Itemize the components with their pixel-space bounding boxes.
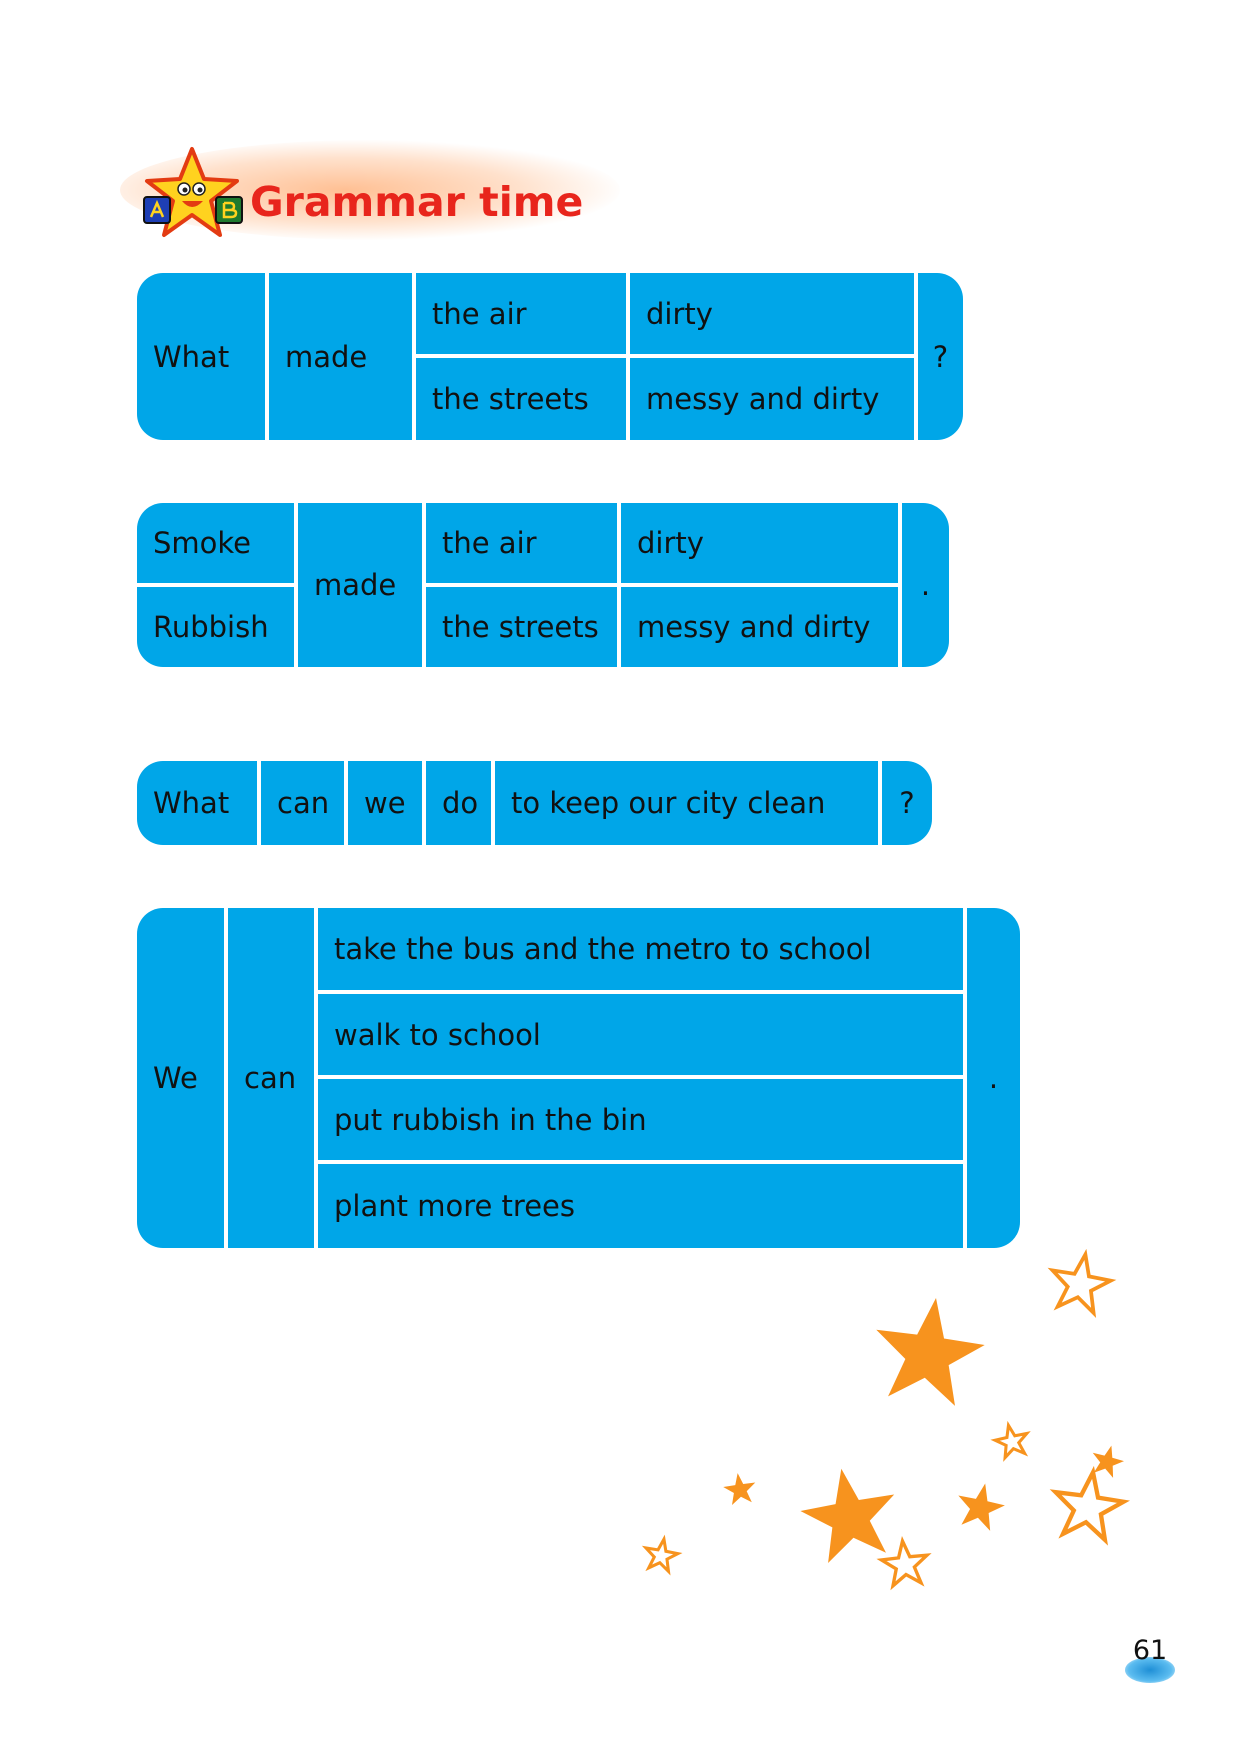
cell-we: We	[137, 908, 224, 1248]
cell-full-stop: .	[967, 908, 1020, 1248]
cell-the-air: the air	[426, 503, 617, 583]
star-icon	[794, 1460, 904, 1567]
cell-made: made	[298, 503, 422, 667]
answer-table-made: Smoke Rubbish made the air dirty the str…	[137, 503, 949, 667]
cell-we: we	[348, 761, 422, 845]
cell-made: made	[269, 273, 412, 440]
cell-messy-and-dirty: messy and dirty	[630, 358, 914, 440]
star-outline-icon	[991, 1420, 1033, 1461]
cell-option-walk: walk to school	[318, 994, 963, 1075]
cell-question-mark: ?	[882, 761, 932, 845]
star-mascot-icon	[143, 147, 243, 237]
star-outline-icon	[878, 1537, 932, 1589]
cell-messy-and-dirty: messy and dirty	[621, 587, 898, 667]
star-icon	[721, 1470, 758, 1506]
cell-what: What	[137, 273, 265, 440]
cell-rubbish: Rubbish	[137, 587, 294, 667]
cell-do: do	[426, 761, 491, 845]
page-number-badge	[1125, 1657, 1175, 1683]
cell-the-air: the air	[416, 273, 626, 354]
cell-smoke: Smoke	[137, 503, 294, 583]
star-outline-icon	[641, 1534, 682, 1574]
cell-can: can	[228, 908, 314, 1248]
cell-option-bus-metro: take the bus and the metro to school	[318, 908, 963, 990]
question-table-what-can: What can we do to keep our city clean ?	[137, 761, 932, 845]
cell-the-streets: the streets	[426, 587, 617, 667]
cell-dirty: dirty	[630, 273, 914, 354]
cell-the-streets: the streets	[416, 358, 626, 440]
cell-option-plant-trees: plant more trees	[318, 1164, 963, 1248]
cell-what: What	[137, 761, 257, 845]
page-number: 61	[1132, 1635, 1168, 1666]
cell-dirty: dirty	[621, 503, 898, 583]
cell-can: can	[261, 761, 344, 845]
cell-to-keep-our-city-clean: to keep our city clean	[495, 761, 878, 845]
star-outline-icon	[1044, 1247, 1117, 1317]
cell-full-stop: .	[902, 503, 949, 667]
question-table-what-made: What made the air dirty the streets mess…	[137, 273, 963, 440]
star-icon	[867, 1290, 991, 1409]
cell-option-rubbish-bin: put rubbish in the bin	[318, 1079, 963, 1160]
decorative-stars	[641, 1247, 1140, 1589]
answer-table-we-can: We can take the bus and the metro to sch…	[137, 908, 1020, 1248]
star-icon	[952, 1478, 1009, 1533]
cell-question-mark: ?	[918, 273, 963, 440]
section-title: Grammar time	[250, 178, 584, 226]
star-outline-icon	[1050, 1468, 1127, 1542]
